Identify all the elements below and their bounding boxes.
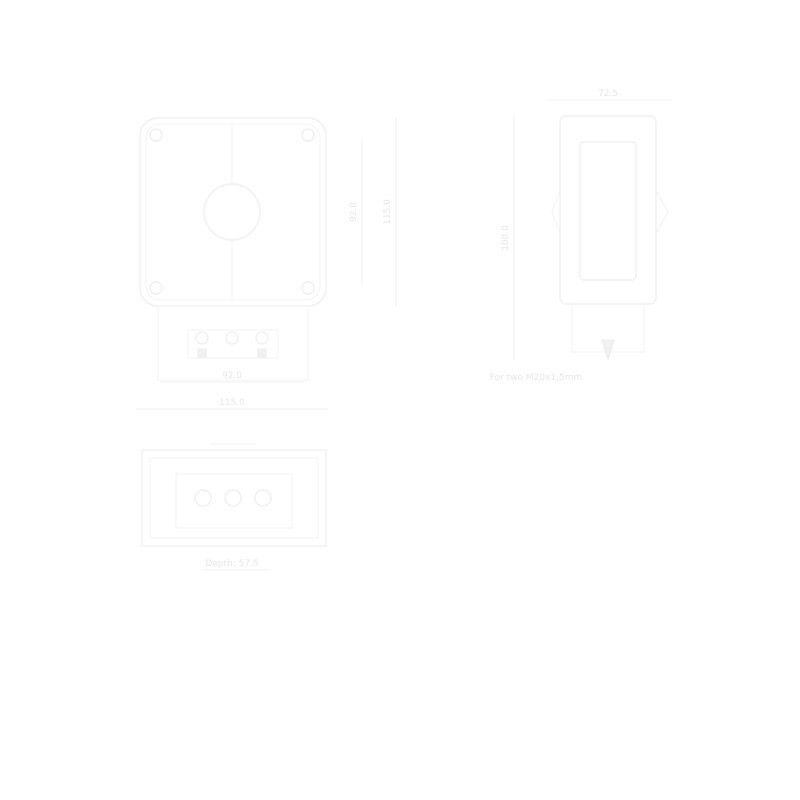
- front-outline: [139, 117, 327, 307]
- gland-left-nut: [197, 348, 207, 358]
- dim-label-front-body-width: 92.0: [222, 371, 242, 381]
- dim-label-side-height: 100.0: [501, 225, 511, 251]
- bottom-inner-outline: [149, 457, 319, 539]
- dim-label-side-width: 72.5: [598, 89, 618, 99]
- bottom-gland-left-icon: [194, 489, 212, 507]
- side-gland-icon: [601, 339, 615, 362]
- front-center-knockout: [203, 183, 261, 241]
- front-inner-outline: [145, 123, 321, 301]
- front-view: 92.0 115.0 92.0 115.0: [136, 117, 397, 410]
- side-view: 72.5 100.0 For two M20x1,5mm: [490, 89, 672, 383]
- bottom-gland-middle-icon: [224, 489, 242, 507]
- side-right-hinge: [655, 189, 669, 235]
- gland-right-icon: [255, 331, 269, 345]
- dim-label-front-height-outer: 115.0: [383, 199, 393, 225]
- side-note-label: For two M20x1,5mm: [490, 373, 583, 383]
- bottom-gland-right-icon: [254, 489, 272, 507]
- bottom-outline: [141, 449, 327, 547]
- gland-middle-icon: [225, 331, 239, 345]
- gland-left-icon: [195, 331, 209, 345]
- front-lower-flange: [157, 305, 309, 381]
- dim-label-front-total-width: 115.0: [219, 398, 245, 408]
- dim-label-bottom-depth: Depth: 57.5: [205, 559, 258, 569]
- side-left-hinge: [551, 189, 561, 235]
- screw-bottom-left-icon: [149, 281, 163, 295]
- screw-top-right-icon: [301, 128, 315, 142]
- front-gland-plate: [187, 329, 279, 359]
- dim-label-front-height-inner: 92.0: [349, 202, 359, 222]
- bottom-view: Depth: 57.5: [141, 443, 327, 571]
- bottom-gland-plate: [175, 473, 293, 529]
- screw-top-left-icon: [149, 128, 163, 142]
- screw-bottom-right-icon: [301, 281, 315, 295]
- side-inner-panel: [579, 141, 637, 281]
- side-outline: [559, 115, 657, 305]
- gland-right-nut: [257, 348, 267, 358]
